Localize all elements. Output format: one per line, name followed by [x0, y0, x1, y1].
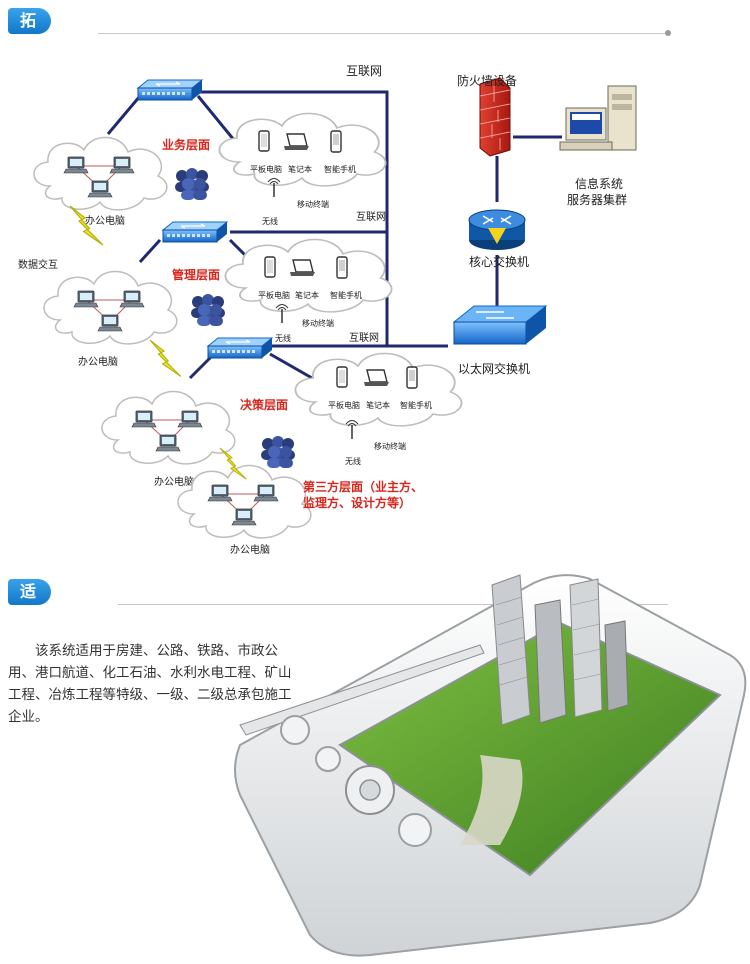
server-label-line1: 信息系统 [575, 176, 623, 191]
office-network-1 [33, 136, 168, 211]
mobile-laptop-label-3: 笔记本 [366, 400, 390, 410]
office-pc-label-1: 办公电脑 [85, 214, 125, 227]
mobile-tablet-label-2: 平板电脑 [258, 290, 290, 300]
mobile-terminal-group-3 [294, 352, 463, 440]
mobile-terminal-label-1: 移动终端 [297, 199, 329, 209]
data-exchange-label: 数据交互 [18, 258, 58, 271]
office-network-3 [101, 390, 236, 465]
layer-third-party-label-line1: 第三方层面（业主方、 [303, 479, 423, 494]
internet-label-mid: 互联网 [356, 211, 386, 223]
office-pc-label-4: 办公电脑 [230, 543, 270, 556]
mobile-terminal-label-2: 移动终端 [302, 318, 334, 328]
network-topology-diagram: 防火墙设备 信息系统 服务器集群 核心交换机 以太网交换机 互联网 互联网 互联… [18, 64, 637, 556]
firewall-icon [479, 77, 511, 157]
internet-label-top: 互联网 [346, 64, 382, 78]
users-icon-business [175, 168, 209, 200]
layer-business-label: 业务层面 [162, 137, 210, 152]
header-rule [118, 604, 668, 605]
office-pc-label-3: 办公电脑 [154, 475, 194, 488]
wireless-label-1: 无线 [262, 216, 278, 226]
topology-header-tab: 拓扑图 [8, 8, 52, 82]
mobile-terminal-group-1 [218, 112, 387, 198]
layer-third-party-label-line2: 监理方、设计方等） [303, 495, 411, 510]
mobile-phone-label-3: 智能手机 [400, 400, 432, 410]
handheld-device-illustration [234, 574, 747, 957]
server-cluster-icon [559, 85, 637, 151]
server-label-line2: 服务器集群 [567, 192, 627, 207]
header-rule-dot [665, 30, 671, 36]
decision-switch-icon [207, 337, 273, 359]
mobile-laptop-label-2: 笔记本 [295, 290, 319, 300]
device-buttons [280, 715, 432, 847]
mobile-tablet-label-3: 平板电脑 [328, 400, 360, 410]
ethernet-switch-label: 以太网交换机 [458, 361, 530, 376]
mobile-phone-label-1: 智能手机 [324, 164, 356, 174]
stylus-pen-illustration [239, 644, 485, 736]
header-rule [98, 33, 668, 34]
core-switch-label: 核心交换机 [469, 254, 529, 269]
mobile-laptop-label-1: 笔记本 [288, 164, 312, 174]
mobile-phone-label-2: 智能手机 [330, 290, 362, 300]
mobile-terminal-group-2 [224, 238, 393, 324]
firewall-label: 防火墙设备 [457, 73, 517, 88]
mobile-terminal-label-3: 移动终端 [374, 441, 406, 451]
layer-decision-label: 决策层面 [240, 397, 288, 412]
office-network-4 [177, 464, 312, 539]
core-switch-icon [468, 209, 526, 250]
internet-label-low: 互联网 [349, 332, 379, 344]
management-switch-icon [162, 221, 228, 243]
network-links [106, 90, 562, 380]
wireless-label-2: 无线 [275, 333, 291, 343]
business-switch-icon [137, 79, 203, 101]
scope-header-tab: 适用范围 [8, 579, 52, 679]
mobile-tablet-label-1: 平板电脑 [250, 164, 282, 174]
users-icon-management [191, 294, 225, 326]
device-body [234, 574, 747, 957]
users-icon-decision [261, 436, 295, 468]
office-pc-label-2: 办公电脑 [78, 355, 118, 368]
wireless-label-3: 无线 [345, 456, 361, 466]
scope-description: 该系统适用于房建、公路、铁路、市政公用、港口航道、化工石油、水利水电工程、矿山工… [8, 642, 292, 725]
layer-management-label: 管理层面 [172, 267, 220, 282]
office-network-2 [43, 270, 178, 345]
city-buildings-illustration [491, 574, 629, 726]
ethernet-switch-icon [452, 305, 548, 345]
